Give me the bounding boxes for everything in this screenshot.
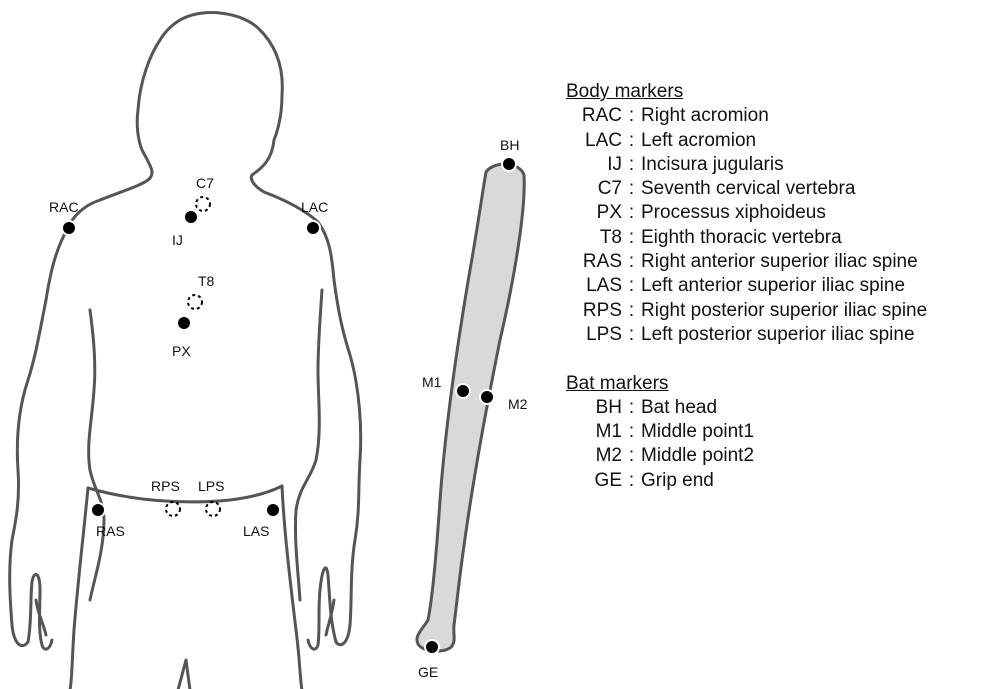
- legend-description: Bat head: [641, 396, 717, 420]
- legend-separator: :: [622, 444, 641, 468]
- legend-code: M1: [566, 420, 622, 444]
- legend-code: RPS: [566, 299, 622, 323]
- legend-spacer: [566, 347, 1006, 371]
- label-ge: GE: [418, 664, 438, 680]
- marker-ge: [425, 640, 439, 654]
- right-hip-outline: [70, 488, 88, 689]
- label-rps: RPS: [151, 478, 180, 494]
- legend-separator: :: [622, 226, 641, 250]
- inner-leg-left: [178, 660, 190, 689]
- legend-row: GE:Grip end: [566, 469, 1006, 493]
- legend-code: LAS: [566, 274, 622, 298]
- label-las: LAS: [243, 523, 269, 539]
- legend-code: PX: [566, 201, 622, 225]
- label-rac: RAC: [49, 199, 79, 215]
- legend-code: BH: [566, 396, 622, 420]
- legend-code: LAC: [566, 129, 622, 153]
- legend-row: LAS:Left anterior superior iliac spine: [566, 274, 1006, 298]
- right-inner-arm: [89, 310, 104, 600]
- marker-m2: [480, 390, 494, 404]
- label-lac: LAC: [301, 199, 328, 215]
- legend-row: BH:Bat head: [566, 396, 1006, 420]
- legend-description: Right posterior superior iliac spine: [641, 299, 927, 323]
- legend-row: T8:Eighth thoracic vertebra: [566, 226, 1006, 250]
- legend-description: Right acromion: [641, 104, 769, 128]
- legend-code: M2: [566, 444, 622, 468]
- marker-lps: [206, 502, 220, 516]
- legend-description: Grip end: [641, 469, 714, 493]
- legend-row: LAC:Left acromion: [566, 129, 1006, 153]
- legend-code: IJ: [566, 153, 622, 177]
- legend-code: LPS: [566, 323, 622, 347]
- legend-description: Seventh cervical vertebra: [641, 177, 855, 201]
- legend-row: RAS:Right anterior superior iliac spine: [566, 250, 1006, 274]
- label-bh: BH: [500, 137, 519, 153]
- legend-code: C7: [566, 177, 622, 201]
- legend-separator: :: [622, 250, 641, 274]
- neck-left-side: [137, 18, 184, 178]
- waistline: [88, 486, 282, 502]
- marker-ij: [184, 210, 198, 224]
- label-ij: IJ: [172, 232, 183, 248]
- legend-separator: :: [622, 104, 641, 128]
- legend-description: Incisura jugularis: [641, 153, 784, 177]
- legend-description: Eighth thoracic vertebra: [641, 226, 842, 250]
- legend-separator: :: [622, 323, 641, 347]
- legend-code: RAS: [566, 250, 622, 274]
- legend-description: Left anterior superior iliac spine: [641, 274, 905, 298]
- marker-rac: [62, 221, 76, 235]
- marker-legend: Body markers RAC:Right acromionLAC:Left …: [566, 80, 1006, 493]
- marker-lac: [306, 221, 320, 235]
- marker-px: [177, 316, 191, 330]
- legend-separator: :: [622, 420, 641, 444]
- bat-markers-title: Bat markers: [566, 372, 1006, 396]
- legend-separator: :: [622, 396, 641, 420]
- label-lps: LPS: [198, 478, 224, 494]
- legend-description: Middle point2: [641, 444, 754, 468]
- label-px: PX: [172, 343, 191, 359]
- label-c7: C7: [196, 175, 214, 191]
- legend-separator: :: [622, 177, 641, 201]
- legend-separator: :: [622, 153, 641, 177]
- label-t8: T8: [198, 273, 215, 289]
- legend-row: RPS:Right posterior superior iliac spine: [566, 299, 1006, 323]
- legend-separator: :: [622, 299, 641, 323]
- marker-c7: [196, 197, 210, 211]
- head-neck-shoulders-outline: [184, 13, 361, 650]
- legend-description: Left acromion: [641, 129, 756, 153]
- marker-ras: [91, 503, 105, 517]
- body-markers-title: Body markers: [566, 80, 1006, 104]
- label-ras: RAS: [96, 523, 125, 539]
- marker-las: [266, 503, 280, 517]
- legend-separator: :: [622, 274, 641, 298]
- legend-description: Right anterior superior iliac spine: [641, 250, 918, 274]
- legend-row: PX:Processus xiphoideus: [566, 201, 1006, 225]
- legend-row: C7:Seventh cervical vertebra: [566, 177, 1006, 201]
- label-m2: M2: [508, 396, 528, 412]
- legend-separator: :: [622, 129, 641, 153]
- legend-row: IJ:Incisura jugularis: [566, 153, 1006, 177]
- legend-row: LPS:Left posterior superior iliac spine: [566, 323, 1006, 347]
- marker-bh: [502, 157, 516, 171]
- legend-code: GE: [566, 469, 622, 493]
- legend-row: M1:Middle point1: [566, 420, 1006, 444]
- marker-m1: [456, 384, 470, 398]
- legend-separator: :: [622, 201, 641, 225]
- legend-separator: :: [622, 469, 641, 493]
- legend-description: Left posterior superior iliac spine: [641, 323, 915, 347]
- legend-code: RAC: [566, 104, 622, 128]
- marker-rps: [166, 502, 180, 516]
- legend-description: Middle point1: [641, 420, 754, 444]
- left-inner-arm: [295, 290, 322, 600]
- legend-description: Processus xiphoideus: [641, 201, 826, 225]
- legend-code: T8: [566, 226, 622, 250]
- legend-row: RAC:Right acromion: [566, 104, 1006, 128]
- marker-t8: [188, 295, 202, 309]
- label-m1: M1: [422, 374, 442, 390]
- legend-row: M2:Middle point2: [566, 444, 1006, 468]
